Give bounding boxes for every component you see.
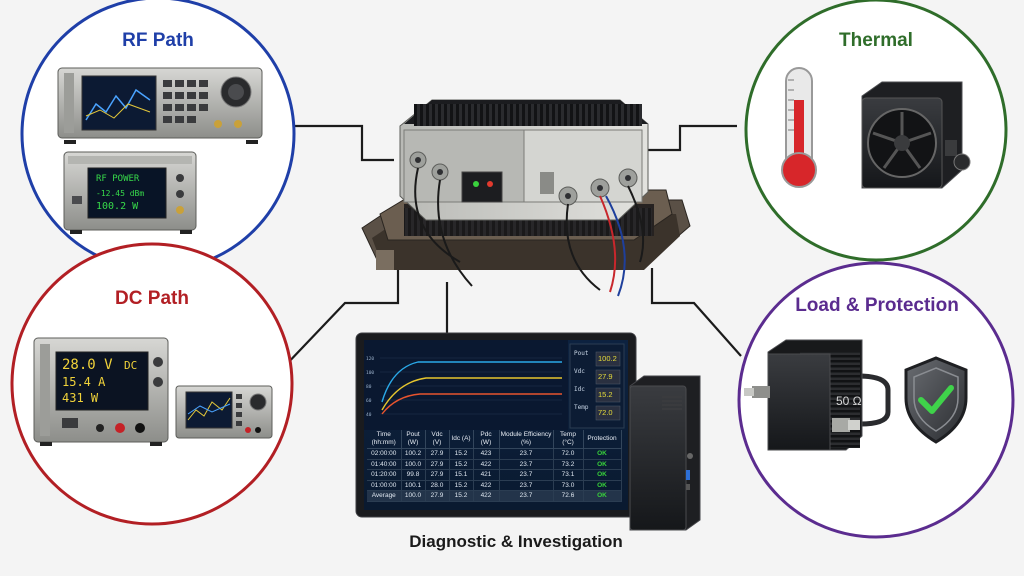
table-header-cell: Temp (°C) xyxy=(553,430,584,449)
side-label: Idc xyxy=(574,386,585,393)
table-cell: 23.7 xyxy=(499,480,554,491)
table-cell: 23.7 xyxy=(499,469,554,481)
connector-lines xyxy=(282,124,742,369)
svg-text:60: 60 xyxy=(366,398,372,404)
table-cell: 23.7 xyxy=(499,448,554,460)
table-cell: 15.1 xyxy=(449,469,474,481)
svg-text:80: 80 xyxy=(366,384,372,390)
table-cell: 73.2 xyxy=(553,459,584,470)
table-cell: OK xyxy=(583,448,622,460)
thermometer-icon xyxy=(781,67,817,188)
table-cell: 27.9 xyxy=(425,469,450,481)
diagnostic-title: Diagnostic & Investigation xyxy=(409,532,623,551)
table-cell: 27.9 xyxy=(425,459,450,470)
side-label: Temp xyxy=(574,404,589,411)
table-header-cell: Module Efficiency (%) xyxy=(499,430,554,449)
table-cell: 23.7 xyxy=(499,459,554,470)
table-header-cell: Pdc (W) xyxy=(473,430,500,449)
table-header-cell: Time (hh:mm) xyxy=(367,430,402,449)
svg-text:120: 120 xyxy=(366,356,374,362)
rf-power-meter xyxy=(63,151,197,234)
dc-voltage-readout: 28.0 V xyxy=(62,357,113,373)
table-cell: 72.0 xyxy=(553,448,584,460)
load-protection-title: Load & Protection xyxy=(795,295,959,316)
table-cell: 02:00:00 xyxy=(367,448,402,460)
table-cell: 422 xyxy=(473,459,500,470)
table-cell: 27.9 xyxy=(425,448,450,460)
load-protection-circle xyxy=(737,261,1015,539)
table-cell: 422 xyxy=(473,480,500,491)
table-header-cell: Protection xyxy=(583,430,622,449)
table-cell: 422 xyxy=(473,490,500,502)
table-cell: 15.2 xyxy=(449,490,474,502)
signal-generator xyxy=(57,67,263,144)
dc-power-readout: 431 W xyxy=(62,391,99,405)
rf-load xyxy=(744,339,891,451)
table-cell: OK xyxy=(583,469,622,481)
load-impedance-label: 50 Ω xyxy=(836,394,862,408)
dc-analyzer xyxy=(175,385,273,439)
table-cell: 27.9 xyxy=(425,490,450,502)
table-cell: 99.8 xyxy=(401,469,426,481)
table-cell: 100.0 xyxy=(401,459,426,470)
table-cell: OK xyxy=(583,480,622,491)
table-cell: OK xyxy=(583,459,622,470)
side-value: 100.2 xyxy=(598,354,617,363)
table-cell: 73.0 xyxy=(553,480,584,491)
side-value: 27.9 xyxy=(598,372,613,381)
monitor-table: Time (hh:mm)Pout (W)Vdc (V)Idc (A)Pdc (W… xyxy=(367,430,622,502)
dc-power-supply xyxy=(33,337,169,446)
table-cell: 100.2 xyxy=(401,448,426,460)
table-cell: 73.1 xyxy=(553,469,584,481)
fan-module xyxy=(861,81,971,189)
table-header-row: Time (hh:mm)Pout (W)Vdc (V)Idc (A)Pdc (W… xyxy=(367,430,622,449)
table-header-cell: Pout (W) xyxy=(401,430,426,449)
central-module xyxy=(361,99,691,297)
table-cell: 15.2 xyxy=(449,480,474,491)
table-header-cell: Vdc (V) xyxy=(425,430,450,449)
side-value: 15.2 xyxy=(598,390,613,399)
table-cell: 15.2 xyxy=(449,459,474,470)
rf-meter-line2: -12.45 dBm xyxy=(96,189,145,198)
side-label: Vdc xyxy=(574,368,585,375)
side-value: 72.0 xyxy=(598,408,613,417)
tower-pc xyxy=(629,375,701,531)
side-label: Pout xyxy=(574,350,589,357)
table-cell: 28.0 xyxy=(425,480,450,491)
table-cell: 01:00:00 xyxy=(367,480,402,491)
table-cell: Average xyxy=(367,490,402,502)
table-cell: OK xyxy=(583,490,622,502)
rf-meter-line1: RF POWER xyxy=(96,174,140,184)
rf-meter-line3: 100.2 W xyxy=(96,201,139,212)
dc-mode-readout: DC xyxy=(124,359,138,372)
table-cell: 23.7 xyxy=(499,490,554,502)
shield-icon xyxy=(904,356,968,444)
dc-current-readout: 15.4 A xyxy=(62,375,106,389)
thermal-title: Thermal xyxy=(839,30,913,51)
table-cell: 72.6 xyxy=(553,490,584,502)
table-cell: 01:20:00 xyxy=(367,469,402,481)
svg-text:100: 100 xyxy=(366,370,374,376)
dc-path-title: DC Path xyxy=(115,288,189,309)
table-header-cell: Idc (A) xyxy=(449,430,474,449)
table-cell: 421 xyxy=(473,469,500,481)
rf-path-title: RF Path xyxy=(122,30,194,51)
table-cell: 100.1 xyxy=(401,480,426,491)
table-cell: 01:40:00 xyxy=(367,459,402,470)
table-cell: 15.2 xyxy=(449,448,474,460)
table-cell: 423 xyxy=(473,448,500,460)
svg-text:40: 40 xyxy=(366,412,372,418)
table-cell: 100.0 xyxy=(401,490,426,502)
